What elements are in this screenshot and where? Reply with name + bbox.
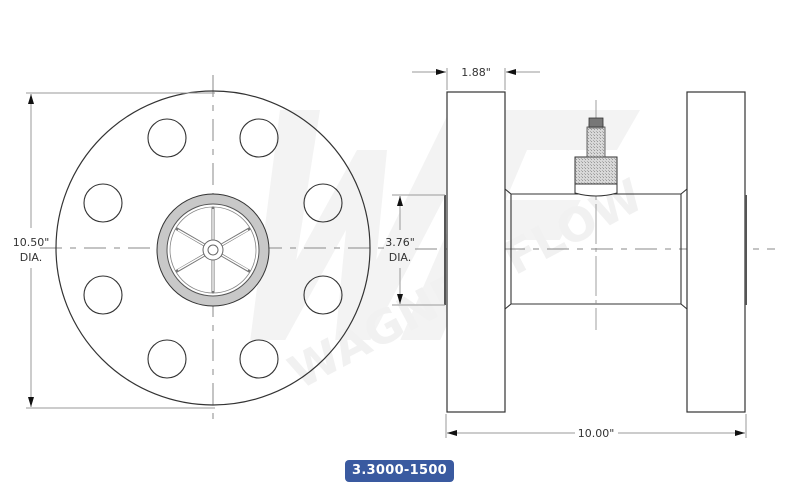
watermark: WAGNER FLOW — [250, 110, 652, 400]
part-number-badge: 3.3000-1500 — [345, 460, 454, 482]
side-view: 1.88" 3.76" DIA. 10.00" — [385, 66, 775, 440]
bolt-holes — [83, 118, 343, 379]
flange-diameter-dimension: 10.50" DIA. — [13, 92, 215, 409]
flange-thickness-label: 1.88" — [461, 66, 491, 79]
flange-diameter-label: 10.50" — [13, 236, 50, 249]
overall-length-dimension: 10.00" — [445, 414, 747, 440]
bore-diameter-suffix: DIA. — [389, 251, 412, 264]
bore-rotor — [156, 193, 270, 307]
front-view: 10.50" DIA. — [13, 75, 390, 425]
overall-length-label: 10.00" — [578, 427, 615, 440]
right-flange — [686, 91, 746, 413]
bore-diameter-label: 3.76" — [385, 236, 415, 249]
pickup-sensor — [574, 117, 618, 197]
bore-diameter-dimension: 3.76" DIA. — [385, 194, 445, 306]
flange-outline — [55, 90, 371, 406]
flange-diameter-suffix: DIA. — [20, 251, 43, 264]
flange-thickness-dimension: 1.88" — [412, 66, 540, 90]
left-flange — [446, 91, 506, 413]
